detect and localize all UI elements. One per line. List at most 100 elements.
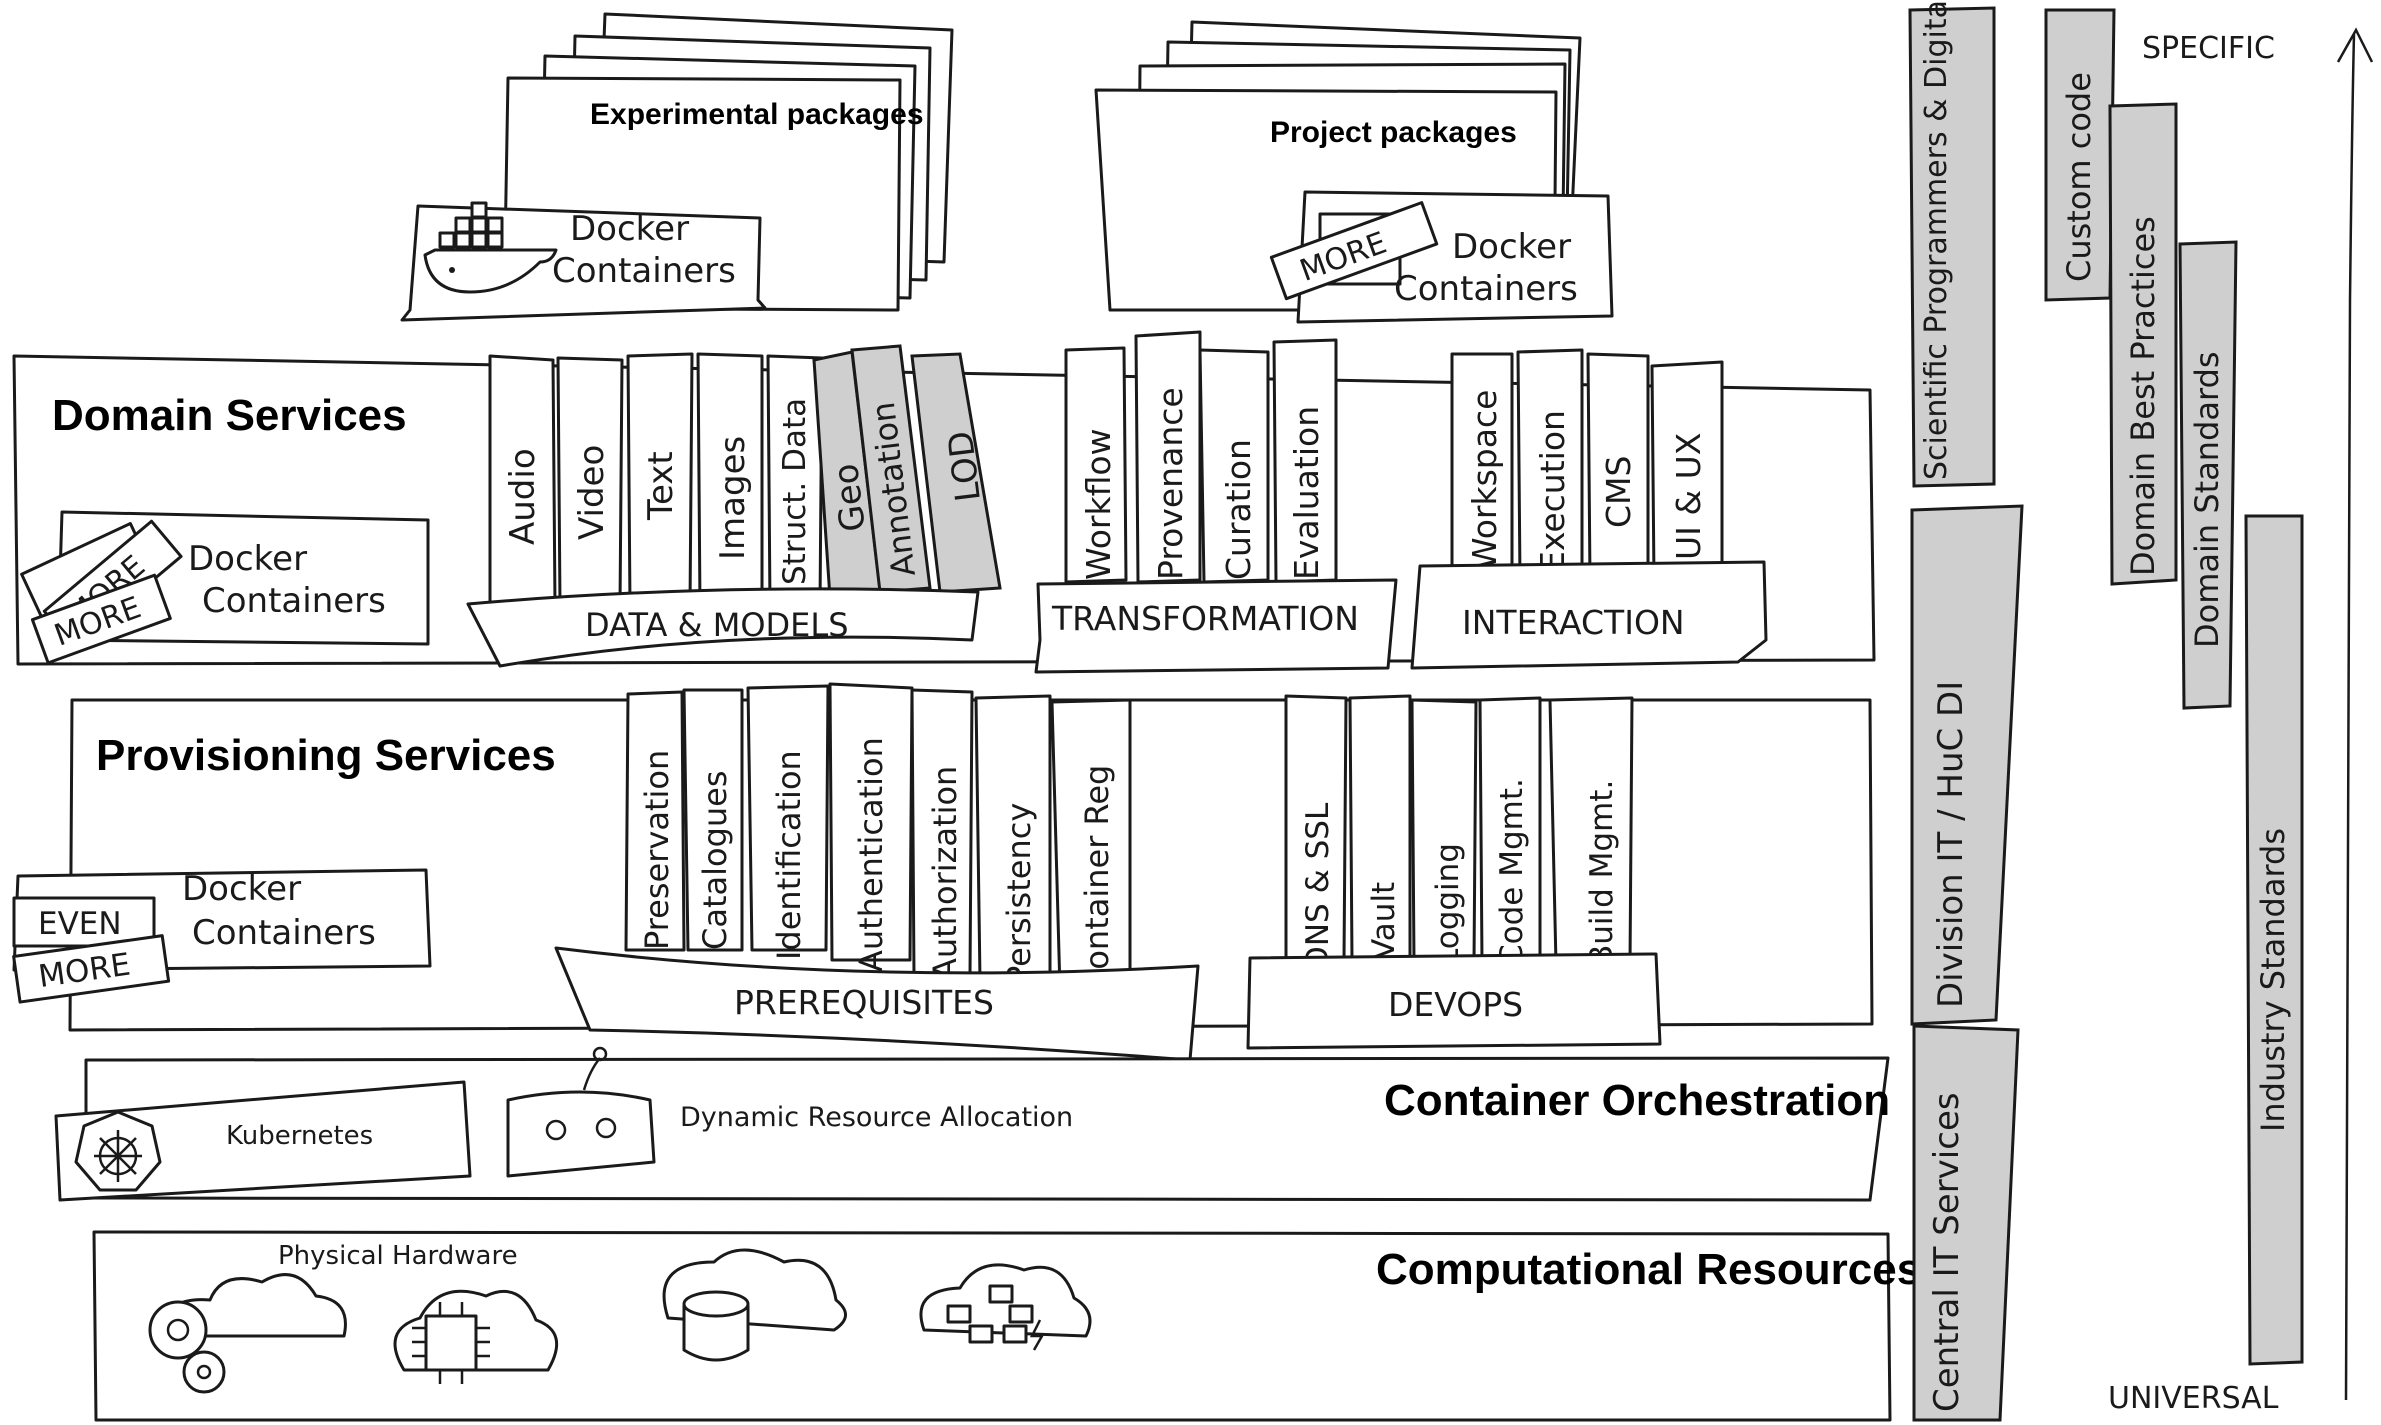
- kubernetes-label: Kubernetes: [226, 1121, 373, 1151]
- axis-universal-label: UNIVERSAL: [2108, 1381, 2279, 1416]
- book-authorization: Authorization: [910, 688, 974, 980]
- docker-label-line2: Containers: [202, 581, 386, 621]
- book-dns-ssl: DNS & SSL: [1284, 694, 1348, 970]
- svg-text:TRANSFORMATION: TRANSFORMATION: [1051, 599, 1359, 638]
- best-practices-bar: Domain Best Practices: [2108, 102, 2178, 586]
- svg-text:Workflow: Workflow: [1079, 428, 1118, 580]
- domain-standards-bar: Domain Standards: [2178, 240, 2238, 710]
- project-docker-card: MORE Docker Containers: [1269, 190, 1614, 324]
- more-tag: MORE: [12, 934, 171, 1004]
- docker-label-line2: Containers: [192, 913, 376, 953]
- svg-text:DEVOPS: DEVOPS: [1388, 985, 1523, 1024]
- docker-label-line2: Containers: [552, 251, 736, 291]
- prerequisites-banner: PREREQUISITES: [554, 946, 1200, 1062]
- even-tag: EVEN: [12, 896, 156, 948]
- svg-text:DATA & MODELS: DATA & MODELS: [585, 606, 849, 644]
- book-workflow: Workflow: [1064, 346, 1128, 584]
- project-packages-label: Project packages: [1270, 116, 1517, 149]
- transformation-banner: TRANSFORMATION: [1034, 578, 1398, 674]
- interaction-group: Workspace Execution CMS UI & UX INTERACT…: [1410, 348, 1768, 670]
- svg-text:CMS: CMS: [1599, 456, 1638, 528]
- svg-text:Code Mgmt.: Code Mgmt.: [1494, 778, 1530, 966]
- svg-text:Division IT / HuC DI: Division IT / HuC DI: [1931, 681, 1971, 1008]
- docker-whale-icon: [423, 201, 558, 294]
- svg-text:Catalogues: Catalogues: [696, 770, 734, 950]
- provisioning-services-title: Provisioning Services: [96, 731, 556, 780]
- book-preservation: Preservation: [624, 690, 686, 952]
- book-authentication: Authentication: [828, 682, 914, 972]
- docker-label-line1: Docker: [182, 869, 301, 909]
- experimental-packages-stack: Experimental packages: [502, 12, 954, 312]
- physical-hardware-label: Physical Hardware: [278, 1241, 518, 1271]
- domain-services-title: Domain Services: [52, 391, 407, 440]
- book-workspace: Workspace: [1450, 352, 1514, 582]
- svg-text:Industry Standards: Industry Standards: [2254, 828, 2292, 1132]
- svg-text:Images: Images: [713, 436, 753, 560]
- cloud-network-icon: [919, 1263, 1092, 1351]
- svg-text:Authorization: Authorization: [926, 766, 964, 980]
- devops-group: DNS & SSL Vault Logging Code Mgmt. Build…: [1246, 694, 1662, 1050]
- provisioning-services-shelf: Provisioning Services EVEN MORE Docker C…: [12, 682, 1874, 1062]
- svg-text:Vault: Vault: [1366, 882, 1402, 960]
- domain-docker-card: MORE MORE Docker Containers: [20, 510, 430, 665]
- book-logging: Logging: [1410, 698, 1478, 966]
- cloud-gears-icon: [148, 1273, 347, 1394]
- book-lod: LOD: [910, 352, 1002, 594]
- book-container-reg: Container Reg: [1050, 698, 1132, 992]
- svg-text:LOD: LOD: [941, 429, 989, 504]
- svg-text:Authentication: Authentication: [852, 737, 890, 972]
- computational-resources-layer: Computational Resources Physical Hardwar…: [92, 1230, 1921, 1422]
- svg-text:Build Mgmt.: Build Mgmt.: [1584, 780, 1620, 966]
- svg-text:Audio: Audio: [503, 448, 543, 545]
- docker-label-line2: Containers: [1394, 269, 1578, 309]
- provisioning-docker-card: EVEN MORE Docker Containers: [12, 868, 432, 1004]
- domain-services-shelf: Domain Services MORE MORE Docker Contain…: [12, 330, 1876, 674]
- division-bar: Division IT / HuC DI: [1910, 504, 2024, 1026]
- computational-resources-title: Computational Resources: [1376, 1245, 1921, 1294]
- book-code-mgmt: Code Mgmt.: [1478, 696, 1542, 966]
- svg-text:Identification: Identification: [770, 750, 808, 960]
- book-evaluation: Evaluation: [1272, 338, 1338, 584]
- docker-label-line1: Docker: [188, 539, 307, 579]
- data-models-group: Audio Video Text Images Struct. Data Geo…: [466, 344, 1002, 668]
- svg-text:Provenance: Provenance: [1151, 387, 1190, 580]
- responsibility-column: Scientific Programmers & Digital Humanit…: [1908, 0, 2024, 1422]
- svg-text:Struct. Data: Struct. Data: [777, 398, 813, 585]
- svg-text:DNS & SSL: DNS & SSL: [1300, 802, 1336, 970]
- arrow-up-icon: [2336, 27, 2374, 63]
- svg-text:Preservation: Preservation: [638, 750, 676, 950]
- kubernetes-card: Kubernetes: [54, 1080, 472, 1202]
- interaction-banner: INTERACTION: [1410, 560, 1768, 670]
- svg-text:Central IT Services: Central IT Services: [1927, 1092, 1967, 1412]
- svg-text:INTERACTION: INTERACTION: [1462, 603, 1685, 642]
- standards-staircase: Custom code Domain Best Practices Domain…: [2044, 8, 2304, 1366]
- container-orchestration-title: Container Orchestration: [1384, 1076, 1890, 1125]
- docker-label-line1: Docker: [1452, 227, 1571, 267]
- svg-text:Text: Text: [641, 451, 681, 521]
- book-ui-ux: UI & UX: [1650, 360, 1724, 582]
- svg-text:PREREQUISITES: PREREQUISITES: [734, 983, 994, 1022]
- book-text: Text: [626, 352, 694, 608]
- industry-standards-bar: Industry Standards: [2244, 514, 2304, 1366]
- custom-code-bar: Custom code: [2044, 8, 2116, 302]
- book-build-mgmt: Build Mgmt.: [1548, 696, 1634, 966]
- central-it-bar: Central IT Services: [1912, 1024, 2020, 1422]
- svg-text:Evaluation: Evaluation: [1287, 406, 1326, 580]
- svg-text:Scientific Programmers & Digit: Scientific Programmers & Digital Humanit…: [1919, 0, 1954, 480]
- book-persistency: Persistency: [974, 694, 1052, 985]
- scholars-bar: Scientific Programmers & Digital Humanit…: [1908, 0, 1996, 488]
- experimental-packages-label: Experimental packages: [590, 98, 924, 131]
- book-vault: Vault: [1348, 694, 1412, 962]
- book-struct-data: Struct. Data: [766, 354, 824, 608]
- book-video: Video: [556, 356, 624, 608]
- svg-text:Logging: Logging: [1430, 843, 1466, 966]
- prerequisites-group: Preservation Catalogues Identification A…: [554, 682, 1200, 1062]
- svg-text:Custom code: Custom code: [2060, 72, 2098, 282]
- svg-text:Container Reg: Container Reg: [1078, 765, 1116, 992]
- book-catalogues: Catalogues: [682, 688, 744, 952]
- book-provenance: Provenance: [1134, 330, 1202, 584]
- svg-text:Workspace: Workspace: [1465, 390, 1504, 570]
- transformation-group: Workflow Provenance Curation Evaluation …: [1034, 330, 1398, 674]
- cloud-chip-icon: [393, 1289, 558, 1384]
- svg-text:Persistency: Persistency: [1000, 803, 1038, 985]
